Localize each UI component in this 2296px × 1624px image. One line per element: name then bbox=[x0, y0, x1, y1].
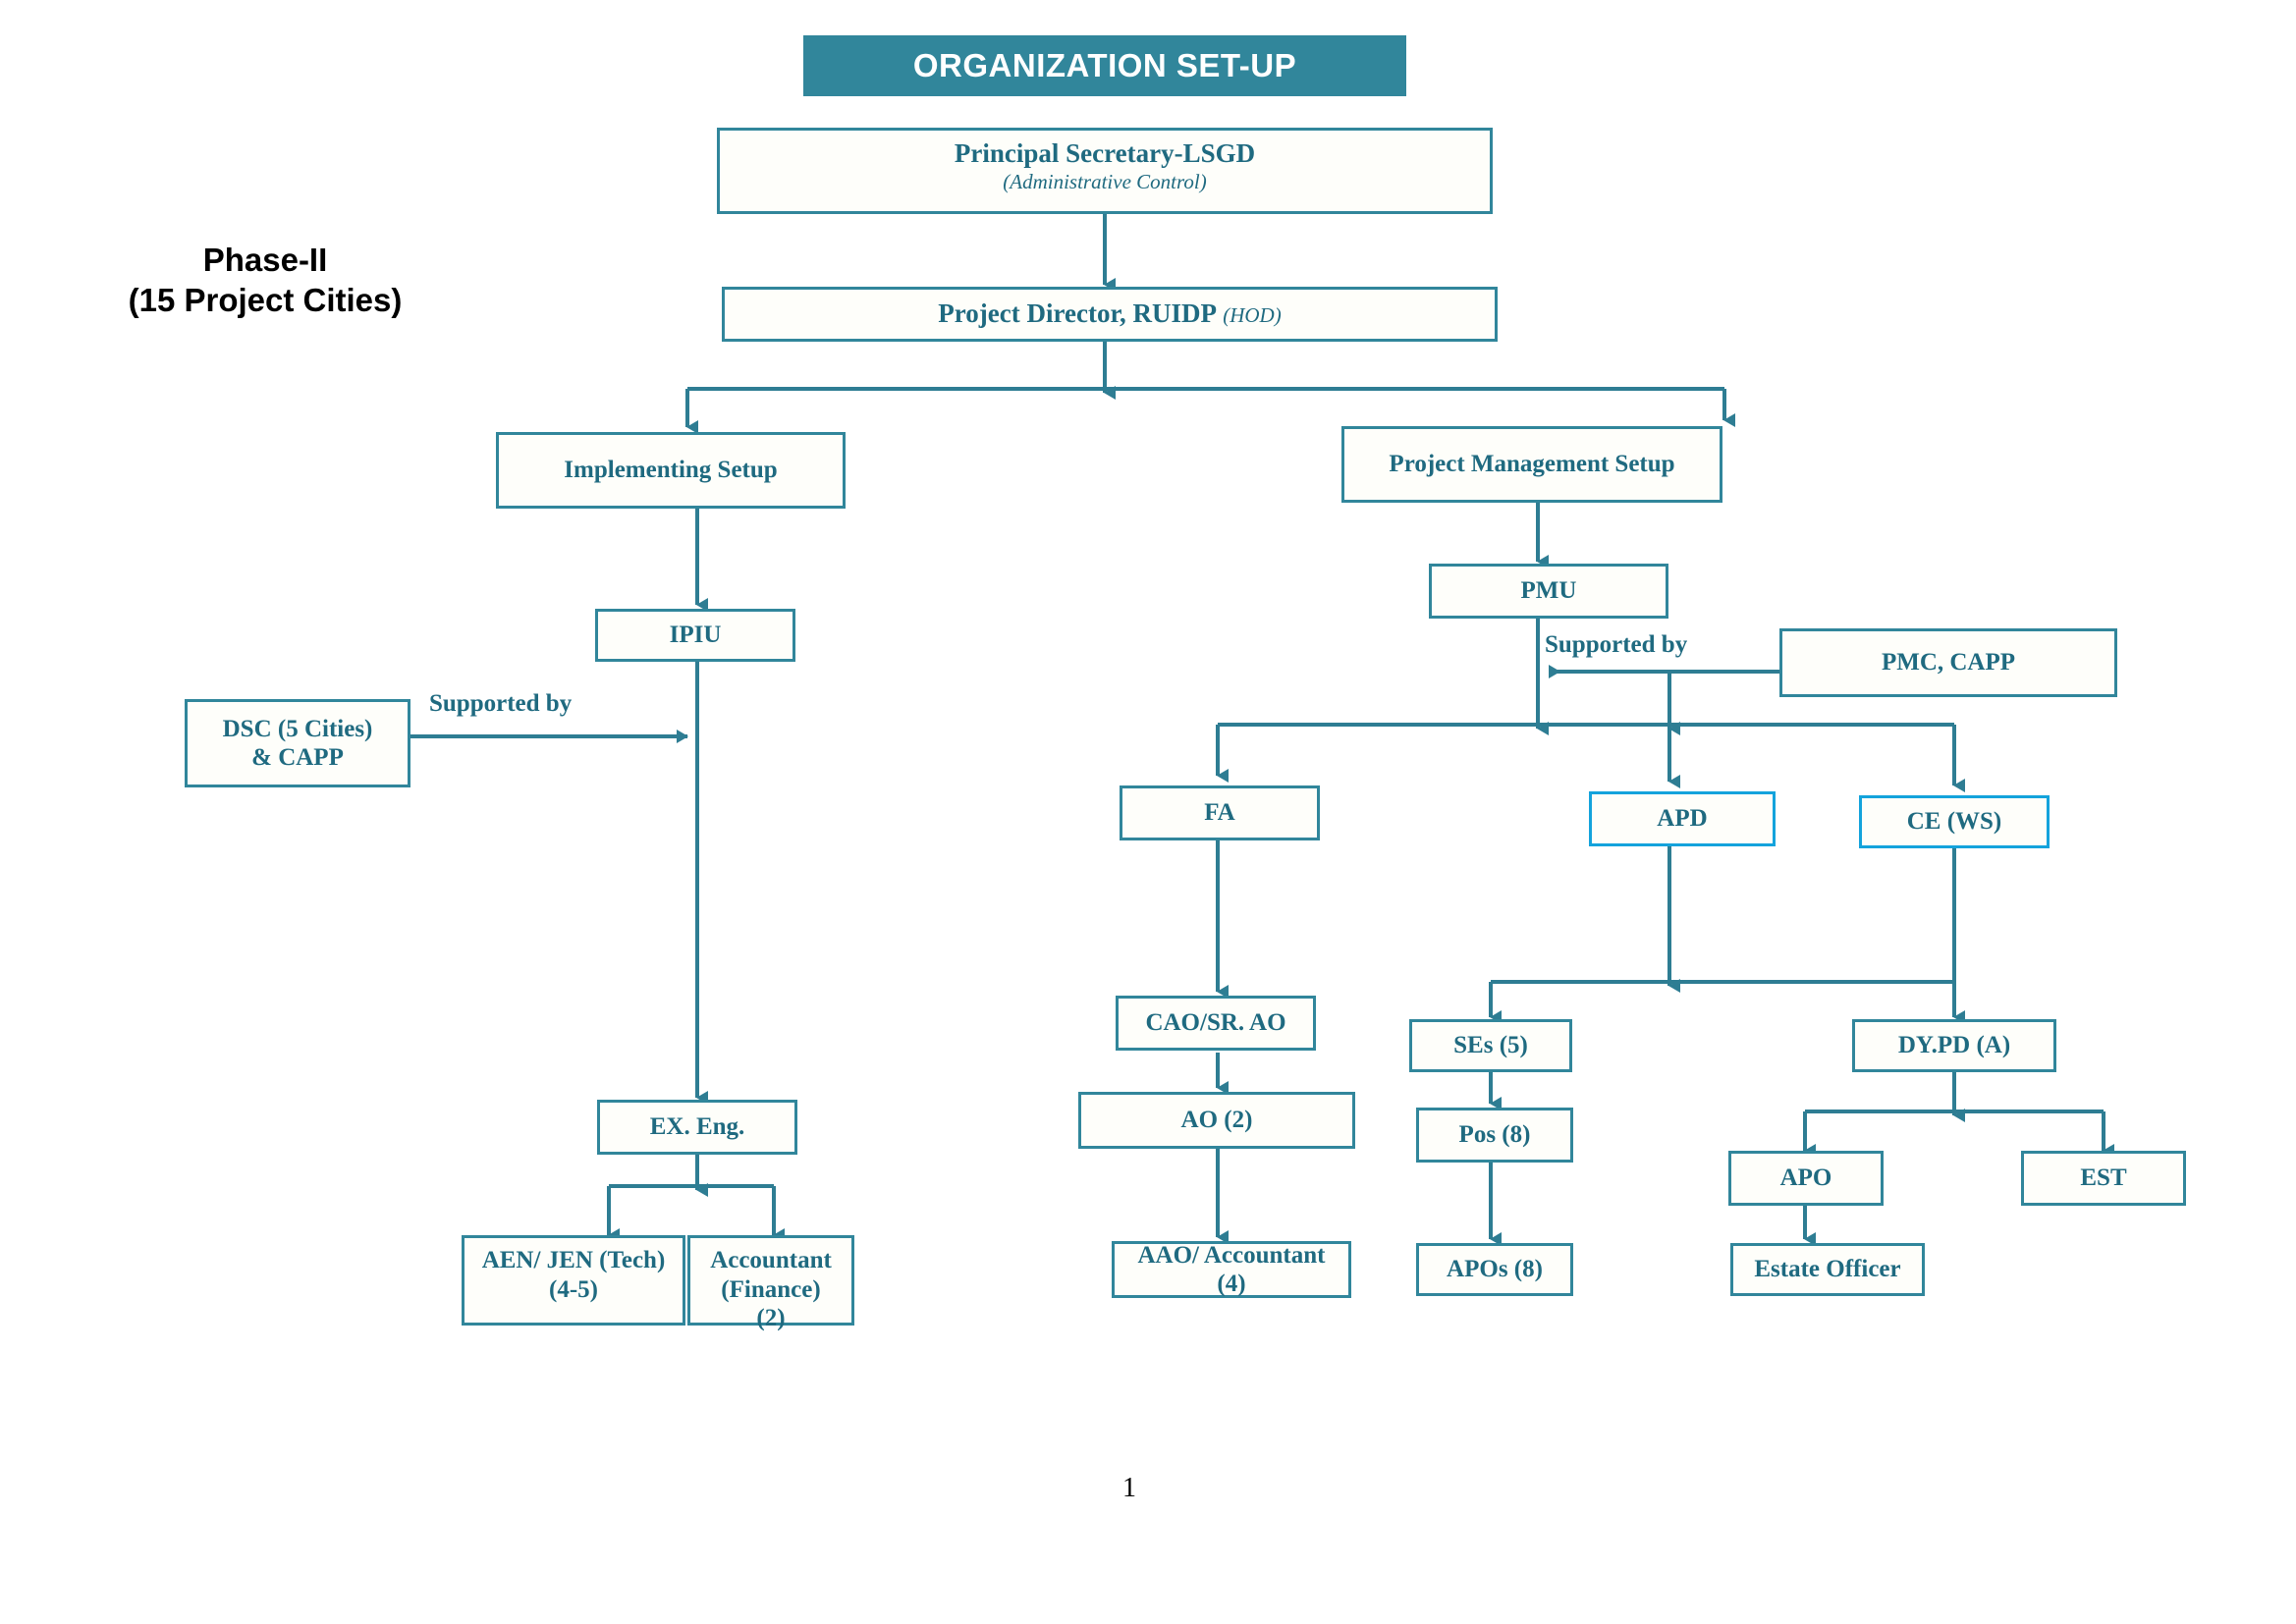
node-principal-secretary[interactable]: Principal Secretary-LSGD (Administrative… bbox=[717, 128, 1493, 214]
node-dsc-line1: DSC (5 Cities) bbox=[222, 715, 373, 742]
node-apd[interactable]: APD bbox=[1589, 791, 1776, 846]
node-implementing-setup[interactable]: Implementing Setup bbox=[496, 432, 846, 509]
node-ao-title: AO (2) bbox=[1180, 1107, 1253, 1134]
node-dy-pd[interactable]: DY.PD (A) bbox=[1852, 1019, 2056, 1072]
node-principal-secretary-subtitle: (Administrative Control) bbox=[1003, 169, 1207, 193]
node-ipiu[interactable]: IPIU bbox=[595, 609, 795, 662]
node-apos[interactable]: APOs (8) bbox=[1416, 1243, 1573, 1296]
node-principal-secretary-title: Principal Secretary-LSGD bbox=[954, 138, 1256, 168]
node-apo[interactable]: APO bbox=[1728, 1151, 1884, 1206]
node-apd-title: APD bbox=[1657, 805, 1708, 833]
node-implementing-setup-title: Implementing Setup bbox=[564, 457, 778, 484]
node-cao-sr-ao[interactable]: CAO/SR. AO bbox=[1116, 996, 1316, 1051]
node-cao-sr-ao-title: CAO/SR. AO bbox=[1145, 1009, 1286, 1037]
node-pmc-capp-title: PMC, CAPP bbox=[1881, 649, 2016, 677]
node-ce-ws[interactable]: CE (WS) bbox=[1859, 795, 2050, 848]
phase-label: Phase-II (15 Project Cities) bbox=[59, 240, 471, 321]
node-project-management-setup-title: Project Management Setup bbox=[1389, 451, 1675, 478]
node-aen-jen-line2: (4-5) bbox=[549, 1275, 598, 1303]
node-accountant-line1: Accountant bbox=[710, 1247, 832, 1273]
phase-label-line2: (15 Project Cities) bbox=[128, 282, 403, 319]
node-accountant-line2: (Finance) bbox=[721, 1275, 821, 1303]
node-aao-accountant-title: AAO/ Accountant (4) bbox=[1137, 1241, 1326, 1298]
node-project-director[interactable]: Project Director, RUIDP (HOD) bbox=[722, 287, 1498, 342]
phase-label-line1: Phase-II bbox=[202, 242, 328, 278]
node-pmu-title: PMU bbox=[1520, 577, 1577, 605]
node-apos-title: APOs (8) bbox=[1447, 1256, 1543, 1283]
chart-title: ORGANIZATION SET-UP bbox=[912, 47, 1297, 83]
node-ao[interactable]: AO (2) bbox=[1078, 1092, 1355, 1149]
node-ex-eng-title: EX. Eng. bbox=[649, 1113, 745, 1141]
node-est-title: EST bbox=[2080, 1164, 2127, 1192]
node-dy-pd-title: DY.PD (A) bbox=[1897, 1032, 2011, 1059]
node-aen-jen-line1: AEN/ JEN (Tech) bbox=[481, 1247, 666, 1273]
node-accountant[interactable]: Accountant (Finance) (2) bbox=[687, 1235, 854, 1331]
node-project-director-title: Project Director, RUIDP bbox=[938, 298, 1217, 329]
node-fa[interactable]: FA bbox=[1120, 785, 1320, 840]
node-ses[interactable]: SEs (5) bbox=[1409, 1019, 1572, 1072]
node-estate-officer-title: Estate Officer bbox=[1754, 1256, 1901, 1283]
node-est[interactable]: EST bbox=[2021, 1151, 2186, 1206]
node-ses-title: SEs (5) bbox=[1453, 1032, 1528, 1059]
node-aen-jen[interactable]: AEN/ JEN (Tech) (4-5) bbox=[462, 1235, 685, 1326]
node-dsc[interactable]: DSC (5 Cities) & CAPP bbox=[185, 699, 410, 787]
node-ce-ws-title: CE (WS) bbox=[1906, 808, 2002, 836]
node-estate-officer[interactable]: Estate Officer bbox=[1730, 1243, 1925, 1296]
node-project-director-suffix: (HOD) bbox=[1223, 303, 1282, 328]
node-ex-eng[interactable]: EX. Eng. bbox=[597, 1100, 797, 1155]
node-pos-title: Pos (8) bbox=[1458, 1121, 1531, 1149]
node-aao-accountant[interactable]: AAO/ Accountant (4) bbox=[1112, 1241, 1351, 1298]
node-dsc-line2: & CAPP bbox=[251, 744, 344, 771]
page-number: 1 bbox=[1122, 1473, 1136, 1503]
node-fa-title: FA bbox=[1204, 799, 1235, 827]
node-ipiu-title: IPIU bbox=[669, 622, 722, 649]
node-pmc-capp[interactable]: PMC, CAPP bbox=[1779, 628, 2117, 697]
node-project-management-setup[interactable]: Project Management Setup bbox=[1341, 426, 1722, 503]
node-pos[interactable]: Pos (8) bbox=[1416, 1108, 1573, 1163]
node-apo-title: APO bbox=[1779, 1164, 1832, 1192]
chart-title-banner: ORGANIZATION SET-UP bbox=[803, 35, 1406, 96]
node-accountant-line3: (2) bbox=[756, 1305, 786, 1331]
label-pmc-supported-by: Supported by bbox=[1545, 631, 1688, 658]
node-pmu[interactable]: PMU bbox=[1429, 564, 1668, 619]
label-dsc-supported-by: Supported by bbox=[429, 690, 573, 717]
